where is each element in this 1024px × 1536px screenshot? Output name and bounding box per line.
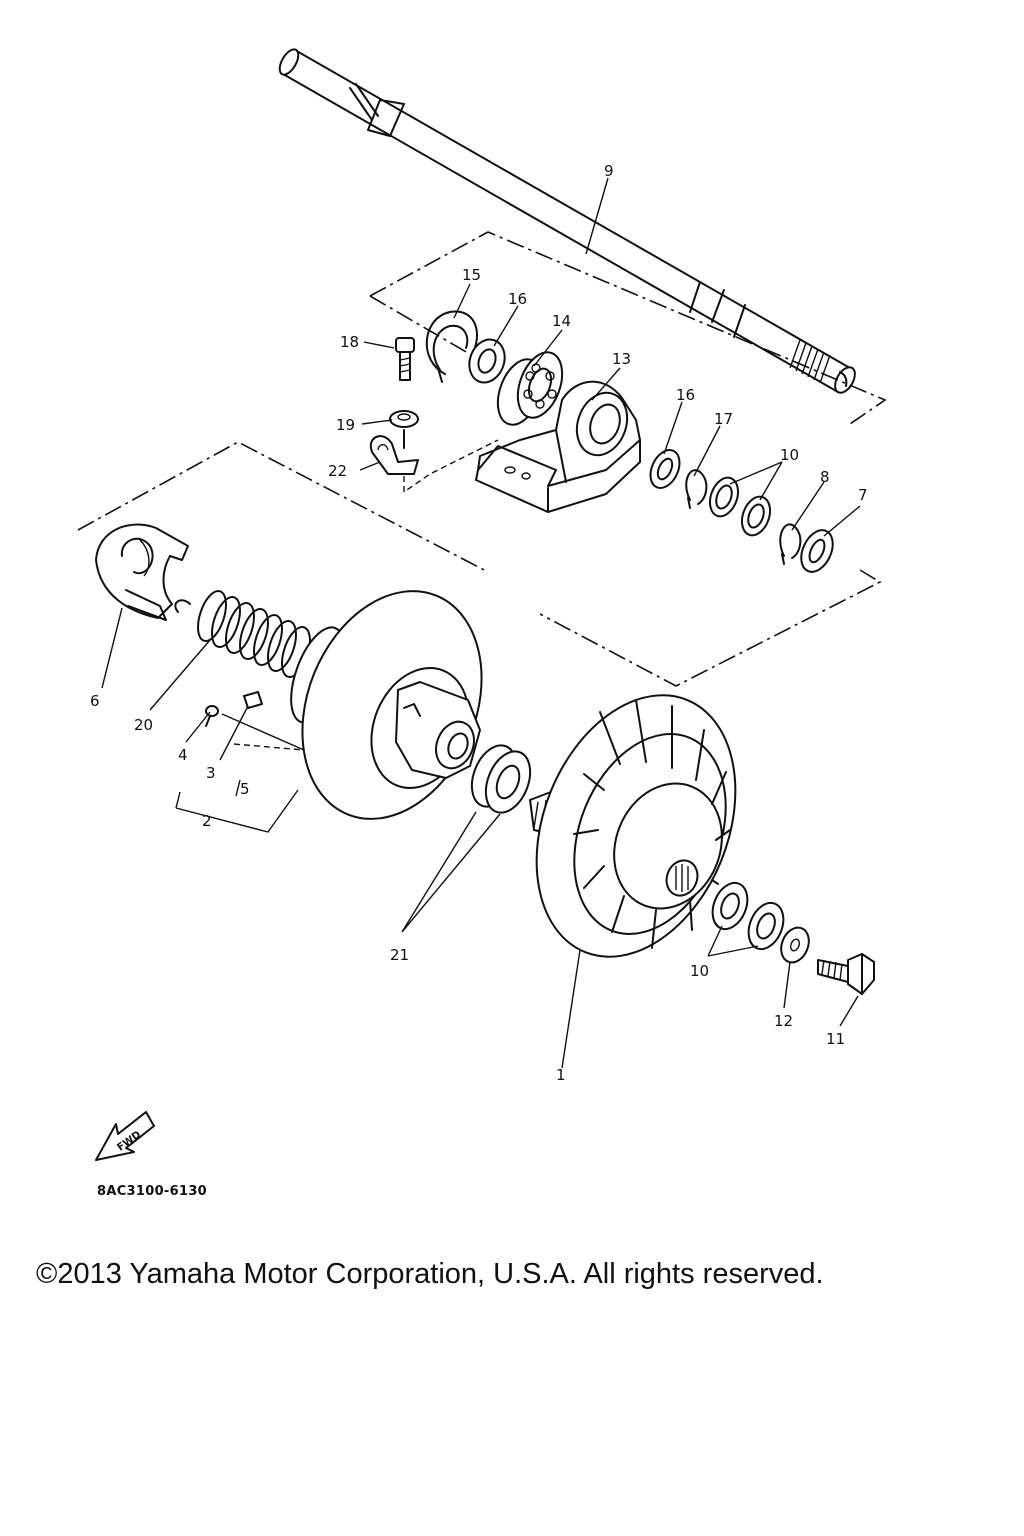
callout-14: 14 (552, 312, 571, 330)
part-17-circlip (685, 469, 708, 509)
fwd-arrow-icon: FWD (95, 1111, 155, 1161)
part-11-bolt (817, 953, 875, 995)
part-14-bearing (496, 351, 564, 426)
callout-10-upper: 10 (780, 446, 799, 464)
part-4-screw (205, 705, 219, 727)
callout-4: 4 (178, 746, 188, 764)
copyright-notice: ©2013 Yamaha Motor Corporation, U.S.A. A… (36, 1258, 824, 1290)
part-10-shim-upper-b (740, 495, 772, 537)
part-16-collar-lower (649, 449, 681, 489)
callout-8: 8 (820, 468, 830, 486)
callout-21: 21 (390, 946, 409, 964)
callout-6: 6 (90, 692, 100, 710)
callout-5: 5 (240, 780, 250, 798)
part-10-shim-lower-b (747, 901, 785, 951)
lower-assembly-outline (77, 441, 882, 687)
callout-1: 1 (556, 1066, 566, 1084)
part-9-shaft (278, 48, 856, 394)
part-21-seal (470, 744, 532, 814)
part-8-circlip (779, 523, 802, 565)
part-22-clamp (369, 435, 499, 494)
bracket-part-2 (175, 779, 299, 833)
part-13-bearing-housing (475, 380, 641, 513)
callout-17: 17 (714, 410, 733, 428)
part-5-movable-sheave (290, 590, 483, 820)
callout-3: 3 (206, 764, 216, 782)
part-20-spring (174, 589, 311, 679)
part-7-washer (800, 529, 834, 573)
callout-12: 12 (774, 1012, 793, 1030)
callout-22: 22 (328, 462, 347, 480)
part-10-shim-upper-a (708, 476, 740, 518)
callout-labels: 9 15 16 14 13 16 17 10 8 7 18 19 22 6 20… (90, 162, 868, 1084)
callout-16-lower: 16 (676, 386, 695, 404)
diagram-code: 8AC3100-6130 (97, 1184, 208, 1199)
part-12-washer (780, 926, 810, 964)
callout-7: 7 (858, 486, 868, 504)
callout-2: 2 (202, 812, 212, 830)
callout-18: 18 (340, 333, 359, 351)
callout-16-upper: 16 (508, 290, 527, 308)
part-1-fixed-sheave (529, 694, 737, 958)
upper-assembly-outline (369, 231, 887, 425)
callout-13: 13 (612, 350, 631, 368)
part-19-nut (389, 410, 419, 449)
leader-lines (101, 177, 861, 1069)
callout-9: 9 (604, 162, 614, 180)
callout-20: 20 (134, 716, 153, 734)
part-6-cam (95, 523, 189, 621)
callout-15: 15 (462, 266, 481, 284)
callout-11: 11 (826, 1030, 845, 1048)
callout-19: 19 (336, 416, 355, 434)
part-10-shim-lower-a (711, 881, 749, 931)
part-18-bolt (395, 337, 415, 381)
callout-10-lower: 10 (690, 962, 709, 980)
part-15-circlip (425, 310, 478, 383)
part-3-slider (221, 691, 305, 751)
part-16-collar-upper (468, 338, 506, 384)
